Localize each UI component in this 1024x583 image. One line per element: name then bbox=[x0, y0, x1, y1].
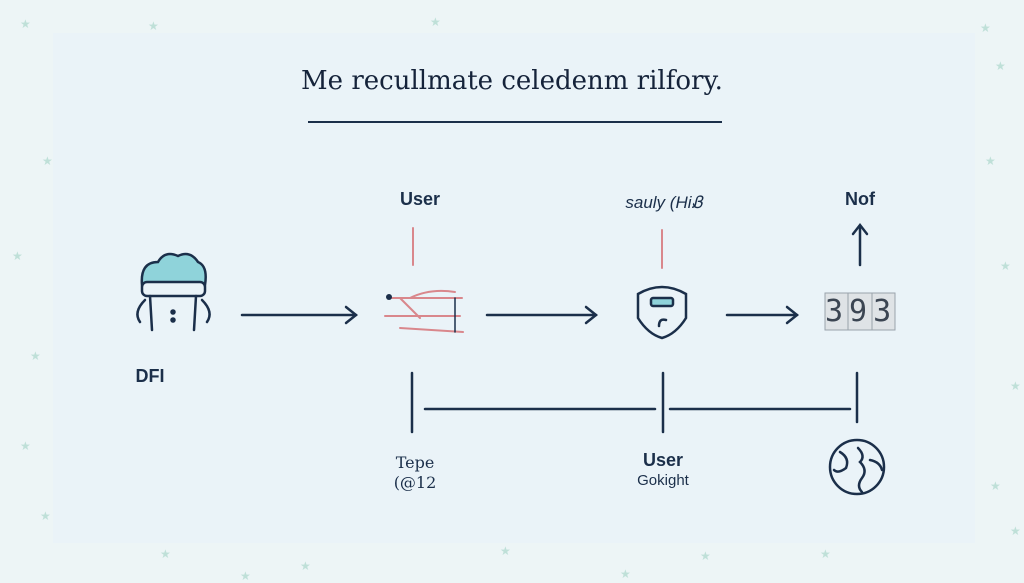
star-icon: ★ bbox=[148, 19, 159, 33]
star-icon: ★ bbox=[42, 154, 53, 168]
star-icon: ★ bbox=[700, 549, 711, 563]
counter-icon bbox=[824, 292, 896, 331]
star-icon: ★ bbox=[40, 509, 51, 523]
arrow-up-nof bbox=[851, 222, 869, 267]
star-icon: ★ bbox=[300, 559, 311, 573]
counter-value: 393 bbox=[825, 294, 898, 329]
bottom-sub-middle: Gokight bbox=[637, 472, 689, 489]
star-icon: ★ bbox=[20, 17, 31, 31]
star-icon: ★ bbox=[500, 544, 511, 558]
star-icon: ★ bbox=[990, 479, 1001, 493]
star-icon: ★ bbox=[1010, 524, 1021, 538]
star-icon: ★ bbox=[160, 547, 171, 561]
star-icon: ★ bbox=[1000, 259, 1011, 273]
star-icon: ★ bbox=[985, 154, 996, 168]
bottom-sub-left: (@12 bbox=[393, 473, 437, 492]
star-icon: ★ bbox=[12, 249, 23, 263]
star-icon: ★ bbox=[620, 567, 631, 581]
bottom-label-left: Tepe bbox=[395, 453, 435, 472]
globe-icon bbox=[828, 438, 886, 496]
star-icon: ★ bbox=[820, 547, 831, 561]
star-icon: ★ bbox=[20, 439, 31, 453]
star-icon: ★ bbox=[430, 15, 441, 29]
tool-icon bbox=[384, 289, 464, 333]
title-underline bbox=[308, 121, 722, 123]
shield-icon bbox=[636, 285, 688, 340]
star-icon: ★ bbox=[1010, 379, 1021, 393]
node-label-shield: sauly (HiᏰ bbox=[625, 193, 703, 212]
star-icon: ★ bbox=[980, 21, 991, 35]
hat-person-icon bbox=[136, 252, 211, 332]
star-icon: ★ bbox=[995, 59, 1006, 73]
node-label-nof: Nof bbox=[845, 189, 875, 209]
arrow-start-to-user bbox=[240, 305, 359, 325]
page-title: Me recullmate celedenm rilfory. bbox=[301, 66, 723, 96]
arrow-shield-to-counter bbox=[725, 305, 800, 325]
arrow-user-to-shield bbox=[485, 305, 599, 325]
diagram-panel bbox=[53, 33, 975, 543]
bottom-label-middle: User bbox=[642, 450, 684, 470]
node-label-user: User bbox=[399, 189, 441, 209]
star-icon: ★ bbox=[30, 349, 41, 363]
node-label-start: DFI bbox=[135, 366, 165, 386]
